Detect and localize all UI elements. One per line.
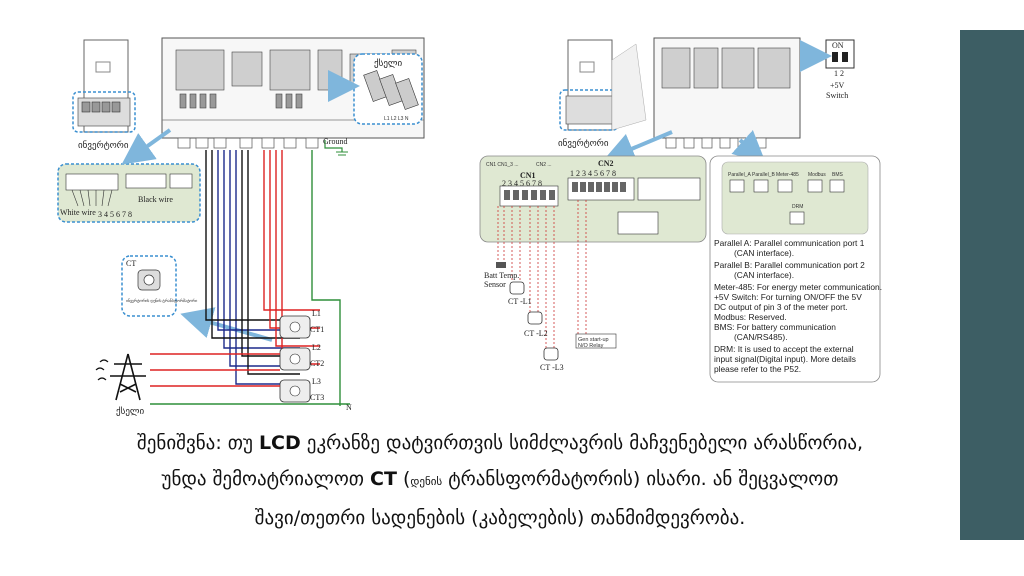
cable-bundle xyxy=(205,150,341,406)
terminal-arrow xyxy=(121,128,172,165)
switch-on-label: ON xyxy=(832,41,844,50)
ct-callout xyxy=(121,255,177,317)
info-line-5: Meter-485: For energy meter communicatio… xyxy=(714,282,882,292)
ct-box-caption: ინვერტორის დენის ტრანსფორმატორი xyxy=(126,298,197,303)
note-line-2: უნდა შემოატრიალოთ CT (დენის ტრანსფორმატო… xyxy=(161,468,839,490)
port-modbus: Modbus xyxy=(808,172,826,178)
bat-temp-label-2: Sensor xyxy=(484,280,506,289)
info-line-13: please refer to the P52. xyxy=(714,364,801,374)
ct-label-ct3: CT3 xyxy=(310,393,324,402)
left-diagram: ინვერტორი xyxy=(57,37,425,417)
info-line-7: DC output of pin 3 of the meter port. xyxy=(714,302,848,312)
info-line-2: (CAN interface). xyxy=(734,248,794,258)
info-line-8: Modbus: Reserved. xyxy=(714,312,787,322)
note-line-1: შენიშვნა: თუ LCD ეკრანზე დატვირთვის სიმძ… xyxy=(136,432,864,454)
info-line-10: (CAN/RS485). xyxy=(734,332,788,342)
grid-tower-icon xyxy=(95,353,146,401)
port-drm: DRM xyxy=(792,204,803,210)
batt-temp-sensor xyxy=(496,262,506,268)
info-line-9: BMS: For battery communication xyxy=(714,322,836,332)
ct-label-l2: L2 xyxy=(312,343,321,352)
info-line-4: (CAN interface). xyxy=(734,270,794,280)
switch-numbers: 1 2 xyxy=(834,69,844,78)
port-meter-485: Meter-485 xyxy=(776,172,799,178)
ct-l3-label: CT -L3 xyxy=(540,363,564,372)
info-line-1: Parallel A: Parallel communication port … xyxy=(714,238,865,248)
white-wire-label: White wire xyxy=(60,208,96,217)
ct-label-ct1: CT1 xyxy=(310,325,324,334)
cn1-label: CN1 xyxy=(520,171,536,180)
grid-lines xyxy=(150,353,350,405)
ct-label-ct2: CT2 xyxy=(310,359,324,368)
info-line-11: DRM: It is used to accept the external xyxy=(714,344,854,354)
accent-bar xyxy=(960,30,1024,540)
terminal-callout xyxy=(57,163,201,223)
inverter-label-right: ინვერტორი xyxy=(558,138,609,149)
black-wire-label: Black wire xyxy=(138,195,173,204)
ct-label-l3: L3 xyxy=(312,377,321,386)
inverter-icon-left xyxy=(72,39,136,133)
info-line-6: +5V Switch: For turning ON/OFF the 5V xyxy=(714,292,862,302)
inverter-icon-right xyxy=(559,39,647,131)
terminal-numbers: 3 4 5 6 7 8 xyxy=(98,210,132,219)
port-parallel-a: Parallel_A xyxy=(728,172,751,178)
ct-l1-label: CT -L1 xyxy=(508,297,532,306)
svg-text:CN2 ...: CN2 ... xyxy=(536,162,552,168)
grid-label: ქსელი xyxy=(116,406,144,417)
svg-text:CN1 CN1_3 ...: CN1 CN1_3 ... xyxy=(486,162,519,168)
breaker-label: ქსელი xyxy=(374,58,402,69)
ct-clamps xyxy=(279,315,311,403)
info-line-3: Parallel B: Parallel communication port … xyxy=(714,260,865,270)
switch-caption-1: +5V xyxy=(830,81,845,90)
connector-arrow xyxy=(602,130,673,164)
gen-relay-label-1: Gen start-up xyxy=(578,337,609,343)
info-line-12: input signal(Digital input). More detail… xyxy=(714,354,856,364)
bat-temp-label-1: Batt Temp. xyxy=(484,271,519,280)
signal-wires xyxy=(497,200,587,348)
svg-text:L1 L2 L3 N: L1 L2 L3 N xyxy=(384,116,409,122)
gen-relay-label-2: N/O Relay xyxy=(578,343,604,349)
ports-arrow xyxy=(731,130,766,164)
wiring-diagram: ინვერტორი xyxy=(57,37,882,417)
note-text: შენიშვნა: თუ LCD ეკრანზე დატვირთვის სიმძ… xyxy=(40,425,960,536)
port-parallel-b: Parallel_B xyxy=(752,172,775,178)
ports-info-panel: Parallel_A Parallel_B Meter-485 Modbus B… xyxy=(709,155,881,383)
gen-relay xyxy=(575,333,617,349)
ct-label-n: N xyxy=(346,403,352,412)
main-wiring-box-right xyxy=(653,37,801,149)
ct-box-title: CT xyxy=(126,259,136,268)
note-line-3: შავი/თეთრი სადენების (კაბელების) თანმიმდ… xyxy=(254,507,746,529)
right-diagram: ინვერტორი ON 1 2 +5V Switc xyxy=(479,37,882,383)
port-bms: BMS xyxy=(832,172,844,178)
cn2-pins: 1 2 3 4 5 6 7 8 xyxy=(570,169,616,178)
ct-l2-label: CT -L2 xyxy=(524,329,548,338)
connector-panel: CN1 CN1_3 ... CN2 ... xyxy=(479,155,707,243)
dip-switch xyxy=(800,39,855,72)
switch-caption-2: Switch xyxy=(826,91,848,100)
cn2-label: CN2 xyxy=(598,159,614,168)
ct-label-l1: L1 xyxy=(312,309,321,318)
cn1-pins: 2 3 4 5 6 7 8 xyxy=(502,179,542,188)
ct-sensors-right xyxy=(509,281,559,361)
ground-label: Ground xyxy=(323,137,347,146)
inverter-label-left: ინვერტორი xyxy=(78,140,129,151)
